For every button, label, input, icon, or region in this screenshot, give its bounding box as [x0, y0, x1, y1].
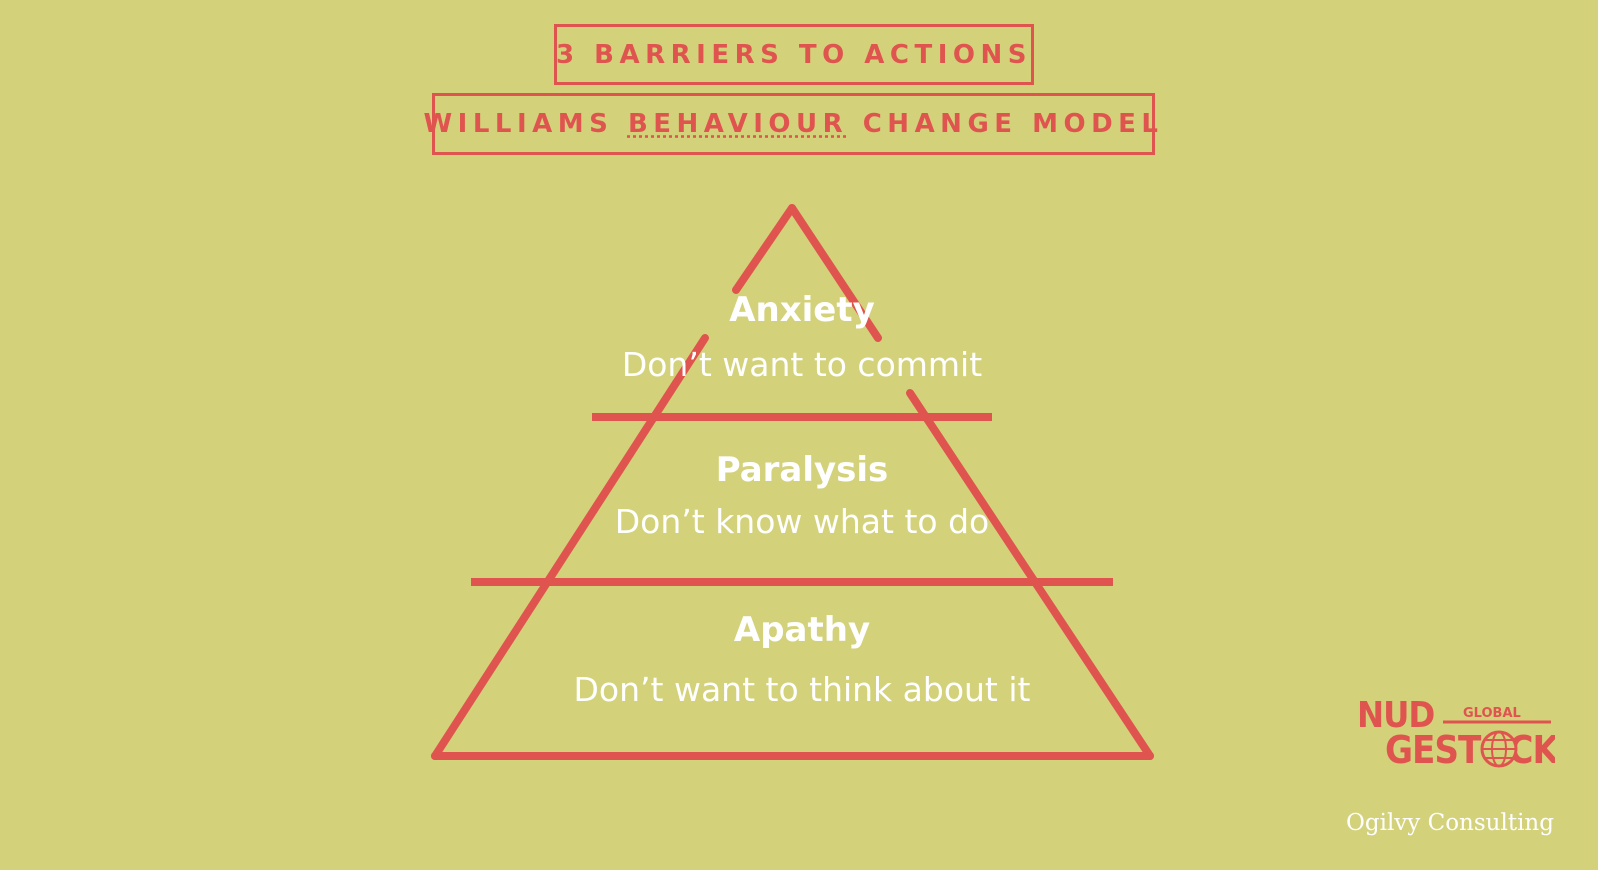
pyramid-left-edge-apex	[732, 204, 796, 294]
pyramid-right-edge-lower	[906, 389, 1154, 760]
tier-text-apathy: Don’t want to think about it	[573, 670, 1031, 709]
title-model-suffix: CHANGE MODEL	[848, 109, 1164, 139]
tier-text-anxiety: Don’t want to commit	[621, 345, 983, 384]
logo-line-a: NUD	[1357, 695, 1434, 736]
logo-line-b: GESTOCK	[1385, 728, 1555, 772]
title-box-model: WILLIAMS BEHAVIOUR CHANGE MODEL	[424, 93, 1158, 155]
nudgestock-logo: NUD GLOBAL GESTOCK	[1357, 695, 1555, 772]
logo-tag: GLOBAL	[1463, 706, 1521, 721]
brand-ogilvy-consulting: Ogilvy Consulting	[1346, 810, 1554, 836]
tier-text-paralysis: Don’t know what to do	[614, 502, 990, 541]
title-model-underlined: BEHAVIOUR	[627, 109, 849, 139]
globe-icon	[1480, 730, 1518, 768]
tier-title-apathy: Apathy	[733, 610, 871, 650]
title-box-barriers: 3 BARRIERS TO ACTIONS	[554, 24, 1034, 85]
pyramid-left-edge-lower	[431, 334, 709, 760]
tier-title-paralysis: Paralysis	[715, 450, 889, 490]
title-barriers: 3 BARRIERS TO ACTIONS	[556, 39, 1032, 70]
pyramid-right-edge-apex	[788, 204, 882, 342]
tier-title-anxiety: Anxiety	[729, 290, 875, 330]
title-model-prefix: WILLIAMS	[423, 109, 628, 139]
